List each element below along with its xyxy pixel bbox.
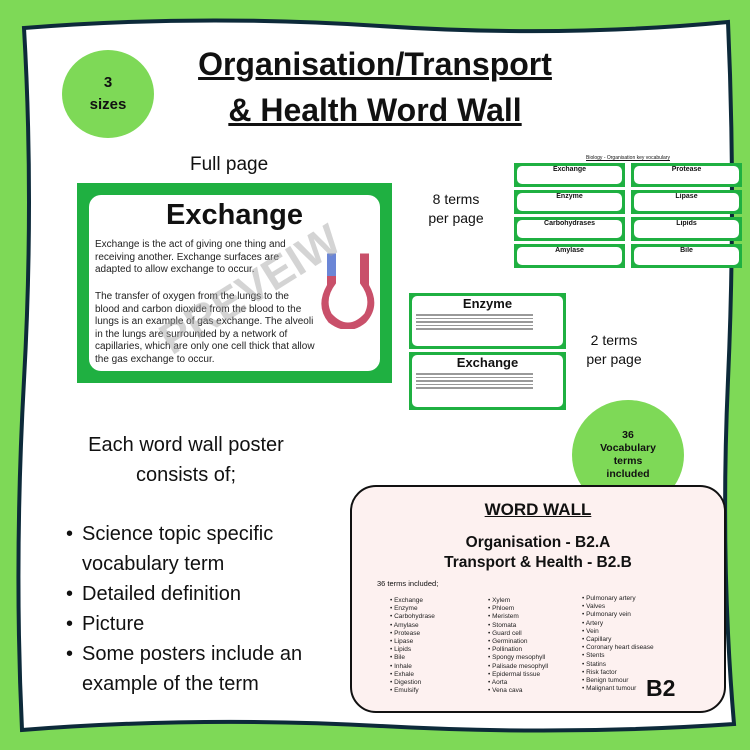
term-column-1: ExchangeEnzymeCarbohydraseAmylaseProteas… <box>390 597 435 695</box>
mini-card: Exchange <box>514 163 625 187</box>
two-terms-card-exchange: Exchange <box>409 352 566 410</box>
bullet-item: Picture <box>66 609 302 639</box>
term-column-2: XylemPhloemMeristemStomataGuard cellGerm… <box>488 597 548 695</box>
unit-code: B2 <box>646 675 676 701</box>
mini-card: Protease <box>631 163 742 187</box>
word-wall-heading: WORD WALL <box>484 500 592 519</box>
sheet-title: Biology - Organisation key vocabulary <box>586 155 670 161</box>
term-column-3: Pulmonary arteryValvesPulmonary veinArte… <box>582 595 654 693</box>
bullet-item: Science topic specific <box>66 519 302 549</box>
alveolus-image <box>321 253 375 329</box>
mini-card: Lipase <box>631 190 742 214</box>
badge-text: sizes <box>89 96 127 113</box>
term-count: 36 terms included; <box>377 579 439 588</box>
feature-list: Science topic specific vocabulary term D… <box>66 519 302 699</box>
bullet-item: Some posters include an <box>66 639 302 669</box>
poster-para1: Exchange is the act of giving one thing … <box>95 239 286 275</box>
two-terms-card-enzyme: Enzyme <box>409 293 566 349</box>
mini-card: Carbohydrases <box>514 217 625 241</box>
bullet-continuation: example of the term <box>82 673 259 695</box>
page-title-line1: Organisation/Transport <box>198 46 552 82</box>
bullet-continuation: vocabulary term <box>82 553 225 575</box>
mini-card: Amylase <box>514 244 625 268</box>
full-page-label: Full page <box>190 154 269 175</box>
mini-card: Lipids <box>631 217 742 241</box>
mini-card: Enzyme <box>514 190 625 214</box>
mini-card: Bile <box>631 244 742 268</box>
badge-number: 3 <box>103 74 113 91</box>
poster-title: Exchange <box>166 199 303 231</box>
full-page-poster: Exchange Exchange is the act of giving o… <box>77 183 392 383</box>
eight-terms-sheet: Biology - Organisation key vocabulary Ex… <box>514 155 742 270</box>
sizes-badge: 3 sizes <box>62 50 154 138</box>
poster-para2: The transfer of oxygen from the lungs to… <box>95 291 315 365</box>
bullet-item: Detailed definition <box>66 579 302 609</box>
page-title-line2: & Health Word Wall <box>228 92 522 128</box>
